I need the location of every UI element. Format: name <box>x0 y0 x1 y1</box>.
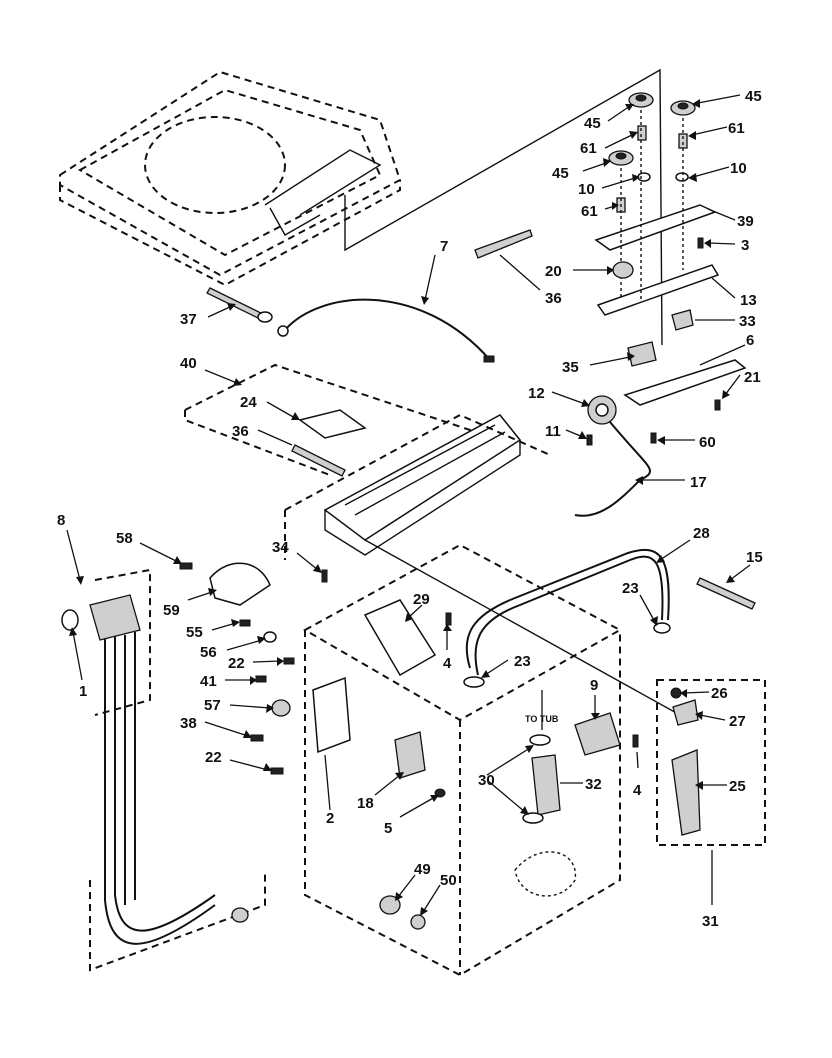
callout-61: 61 <box>581 203 598 220</box>
drain-hose-28 <box>474 555 664 676</box>
callout-31: 31 <box>702 913 719 930</box>
callout-27: 27 <box>729 713 746 730</box>
to-tub-note: TO TUB <box>525 714 559 724</box>
callout-5: 5 <box>384 820 392 837</box>
callout-21: 21 <box>744 369 761 386</box>
callout-32: 32 <box>585 776 602 793</box>
callout-61: 61 <box>728 120 745 137</box>
callout-60: 60 <box>699 434 716 451</box>
callout-58: 58 <box>116 530 133 547</box>
tie-strap-15 <box>696 577 756 610</box>
callout-4: 4 <box>443 655 452 672</box>
callout-17: 17 <box>690 474 707 491</box>
callout-23: 23 <box>622 580 639 597</box>
dispenser-parts-box <box>656 679 766 846</box>
callout-41: 41 <box>200 673 217 690</box>
top-cover <box>59 70 402 287</box>
callout-22: 22 <box>205 749 222 766</box>
callout-9: 9 <box>590 677 598 694</box>
callout-12: 12 <box>528 385 545 402</box>
callout-45: 45 <box>584 115 601 132</box>
callout-40: 40 <box>180 355 197 372</box>
callout-4: 4 <box>633 782 642 799</box>
callout-39: 39 <box>737 213 754 230</box>
control-console <box>184 363 522 583</box>
callout-57: 57 <box>204 697 221 714</box>
callout-26: 26 <box>711 685 728 702</box>
leader-lines <box>66 94 751 916</box>
callout-labels: 45 45 45 61 61 61 10 10 39 3 7 20 36 13 … <box>57 88 763 930</box>
callout-13: 13 <box>740 292 757 309</box>
callout-23: 23 <box>514 653 531 670</box>
callout-38: 38 <box>180 715 197 732</box>
callout-11: 11 <box>545 423 561 440</box>
cover-outline-line <box>344 68 663 346</box>
callout-36: 36 <box>232 423 249 440</box>
callout-28: 28 <box>693 525 710 542</box>
callout-8: 8 <box>57 512 65 529</box>
callout-45: 45 <box>745 88 762 105</box>
inlet-hoses <box>61 562 295 972</box>
callout-45: 45 <box>552 165 569 182</box>
callout-33: 33 <box>739 313 756 330</box>
callout-34: 34 <box>272 539 289 556</box>
callout-56: 56 <box>200 644 217 661</box>
callout-50: 50 <box>440 872 457 889</box>
callout-10: 10 <box>578 181 595 198</box>
callout-36: 36 <box>545 290 562 307</box>
callout-7: 7 <box>440 238 448 255</box>
callout-3: 3 <box>741 237 749 254</box>
callout-61: 61 <box>580 140 597 157</box>
callout-15: 15 <box>746 549 763 566</box>
callout-24: 24 <box>240 394 257 411</box>
routing-line <box>364 539 681 716</box>
callout-29: 29 <box>413 591 430 608</box>
tie-strap-36a <box>474 229 533 259</box>
callout-1: 1 <box>79 683 87 700</box>
callout-37: 37 <box>180 311 197 328</box>
callout-10: 10 <box>730 160 747 177</box>
callout-18: 18 <box>357 795 374 812</box>
callout-20: 20 <box>545 263 562 280</box>
callout-22: 22 <box>228 655 245 672</box>
callout-59: 59 <box>163 602 180 619</box>
callout-25: 25 <box>729 778 746 795</box>
callout-49: 49 <box>414 861 431 878</box>
cabinet <box>284 413 639 977</box>
callout-30: 30 <box>478 772 495 789</box>
callout-55: 55 <box>186 624 203 641</box>
callout-6: 6 <box>746 332 754 349</box>
callout-2: 2 <box>326 810 334 827</box>
wire-harness-7 <box>284 298 491 361</box>
callout-35: 35 <box>562 359 579 376</box>
top-hardware <box>574 92 747 517</box>
